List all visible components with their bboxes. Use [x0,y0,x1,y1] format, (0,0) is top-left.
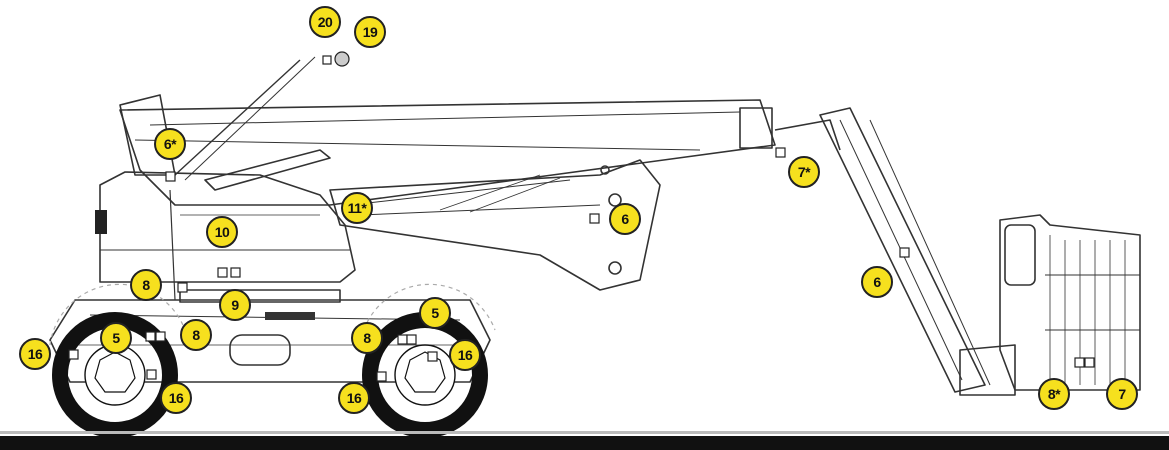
platform-basket [999,214,1141,391]
callout-7-platform: 7 [1106,378,1138,410]
callout-20: 20 [309,6,341,38]
callout-8-rear: 8 [351,322,383,354]
callout-16-rear-right: 16 [449,339,481,371]
callout-6-star: 6* [154,128,186,160]
jib-arm [819,107,986,393]
callout-19: 19 [354,16,386,48]
callout-16-rear-left: 16 [338,382,370,414]
callout-7-star: 7* [788,156,820,188]
callout-8-star-platform: 8* [1038,378,1070,410]
lower-boom [329,159,661,291]
callout-8-front: 8 [180,319,212,351]
callout-8-turret: 8 [130,269,162,301]
ground-line [0,436,1169,450]
callout-10: 10 [206,216,238,248]
callout-9: 9 [219,289,251,321]
callout-11-star: 11* [341,192,373,224]
callout-5-front: 5 [100,322,132,354]
callout-16-front-right: 16 [160,382,192,414]
ground-shadow [0,431,1169,434]
callout-5-rear: 5 [419,297,451,329]
chassis [49,299,491,383]
callout-16-front-left: 16 [19,338,51,370]
main-boom [119,99,776,206]
callout-6-jib: 6 [861,266,893,298]
callout-6-main-boom: 6 [609,203,641,235]
